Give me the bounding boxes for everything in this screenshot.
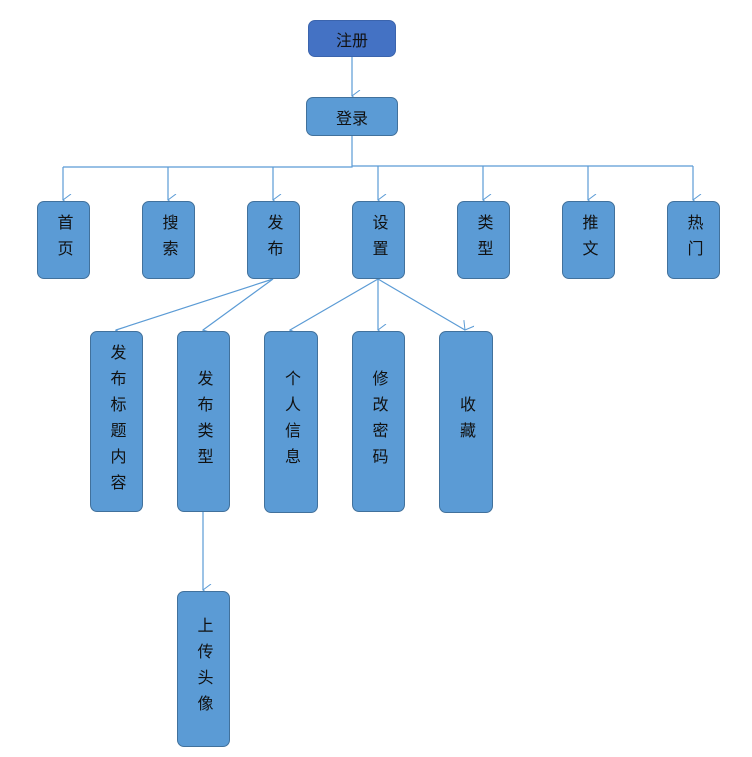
edge-publish-title bbox=[116, 278, 274, 330]
node-label: 推文 bbox=[579, 214, 599, 266]
node-label: 热门 bbox=[684, 214, 704, 266]
node-label: 个人信息 bbox=[282, 370, 301, 474]
node-favorites: 收藏 bbox=[439, 331, 493, 513]
node-label: 修改密码 bbox=[369, 369, 389, 474]
node-publish: 发布 bbox=[247, 201, 300, 279]
node-label: 登录 bbox=[335, 108, 368, 128]
node-change-password: 修改密码 bbox=[352, 331, 405, 512]
node-label: 发布标题内容 bbox=[107, 343, 127, 500]
edge-settings-profile bbox=[290, 278, 379, 330]
node-home: 首页 bbox=[37, 201, 90, 279]
node-settings: 设置 bbox=[352, 201, 405, 279]
node-hot: 热门 bbox=[667, 201, 720, 279]
edge-login-bus bbox=[63, 136, 353, 168]
node-label: 上传头像 bbox=[194, 617, 214, 721]
node-recommend: 推文 bbox=[562, 201, 615, 279]
node-register: 注册 bbox=[308, 20, 396, 57]
edge-publish-type bbox=[203, 278, 274, 330]
node-label: 首页 bbox=[54, 214, 74, 266]
node-label: 设置 bbox=[369, 214, 389, 266]
node-label: 收藏 bbox=[457, 396, 476, 448]
node-category: 类型 bbox=[457, 201, 510, 279]
node-label: 发布类型 bbox=[194, 369, 214, 474]
node-search: 搜索 bbox=[142, 201, 195, 279]
node-publish-title-content: 发布标题内容 bbox=[90, 331, 143, 512]
node-label: 类型 bbox=[474, 214, 494, 266]
node-upload-avatar: 上传头像 bbox=[177, 591, 230, 747]
node-label: 注册 bbox=[335, 30, 368, 50]
edge-settings-favorites bbox=[377, 278, 465, 330]
node-label: 发布 bbox=[264, 214, 284, 266]
node-label: 搜索 bbox=[159, 214, 179, 266]
node-profile: 个人信息 bbox=[264, 331, 318, 513]
node-login: 登录 bbox=[306, 97, 398, 136]
node-publish-type: 发布类型 bbox=[177, 331, 230, 512]
